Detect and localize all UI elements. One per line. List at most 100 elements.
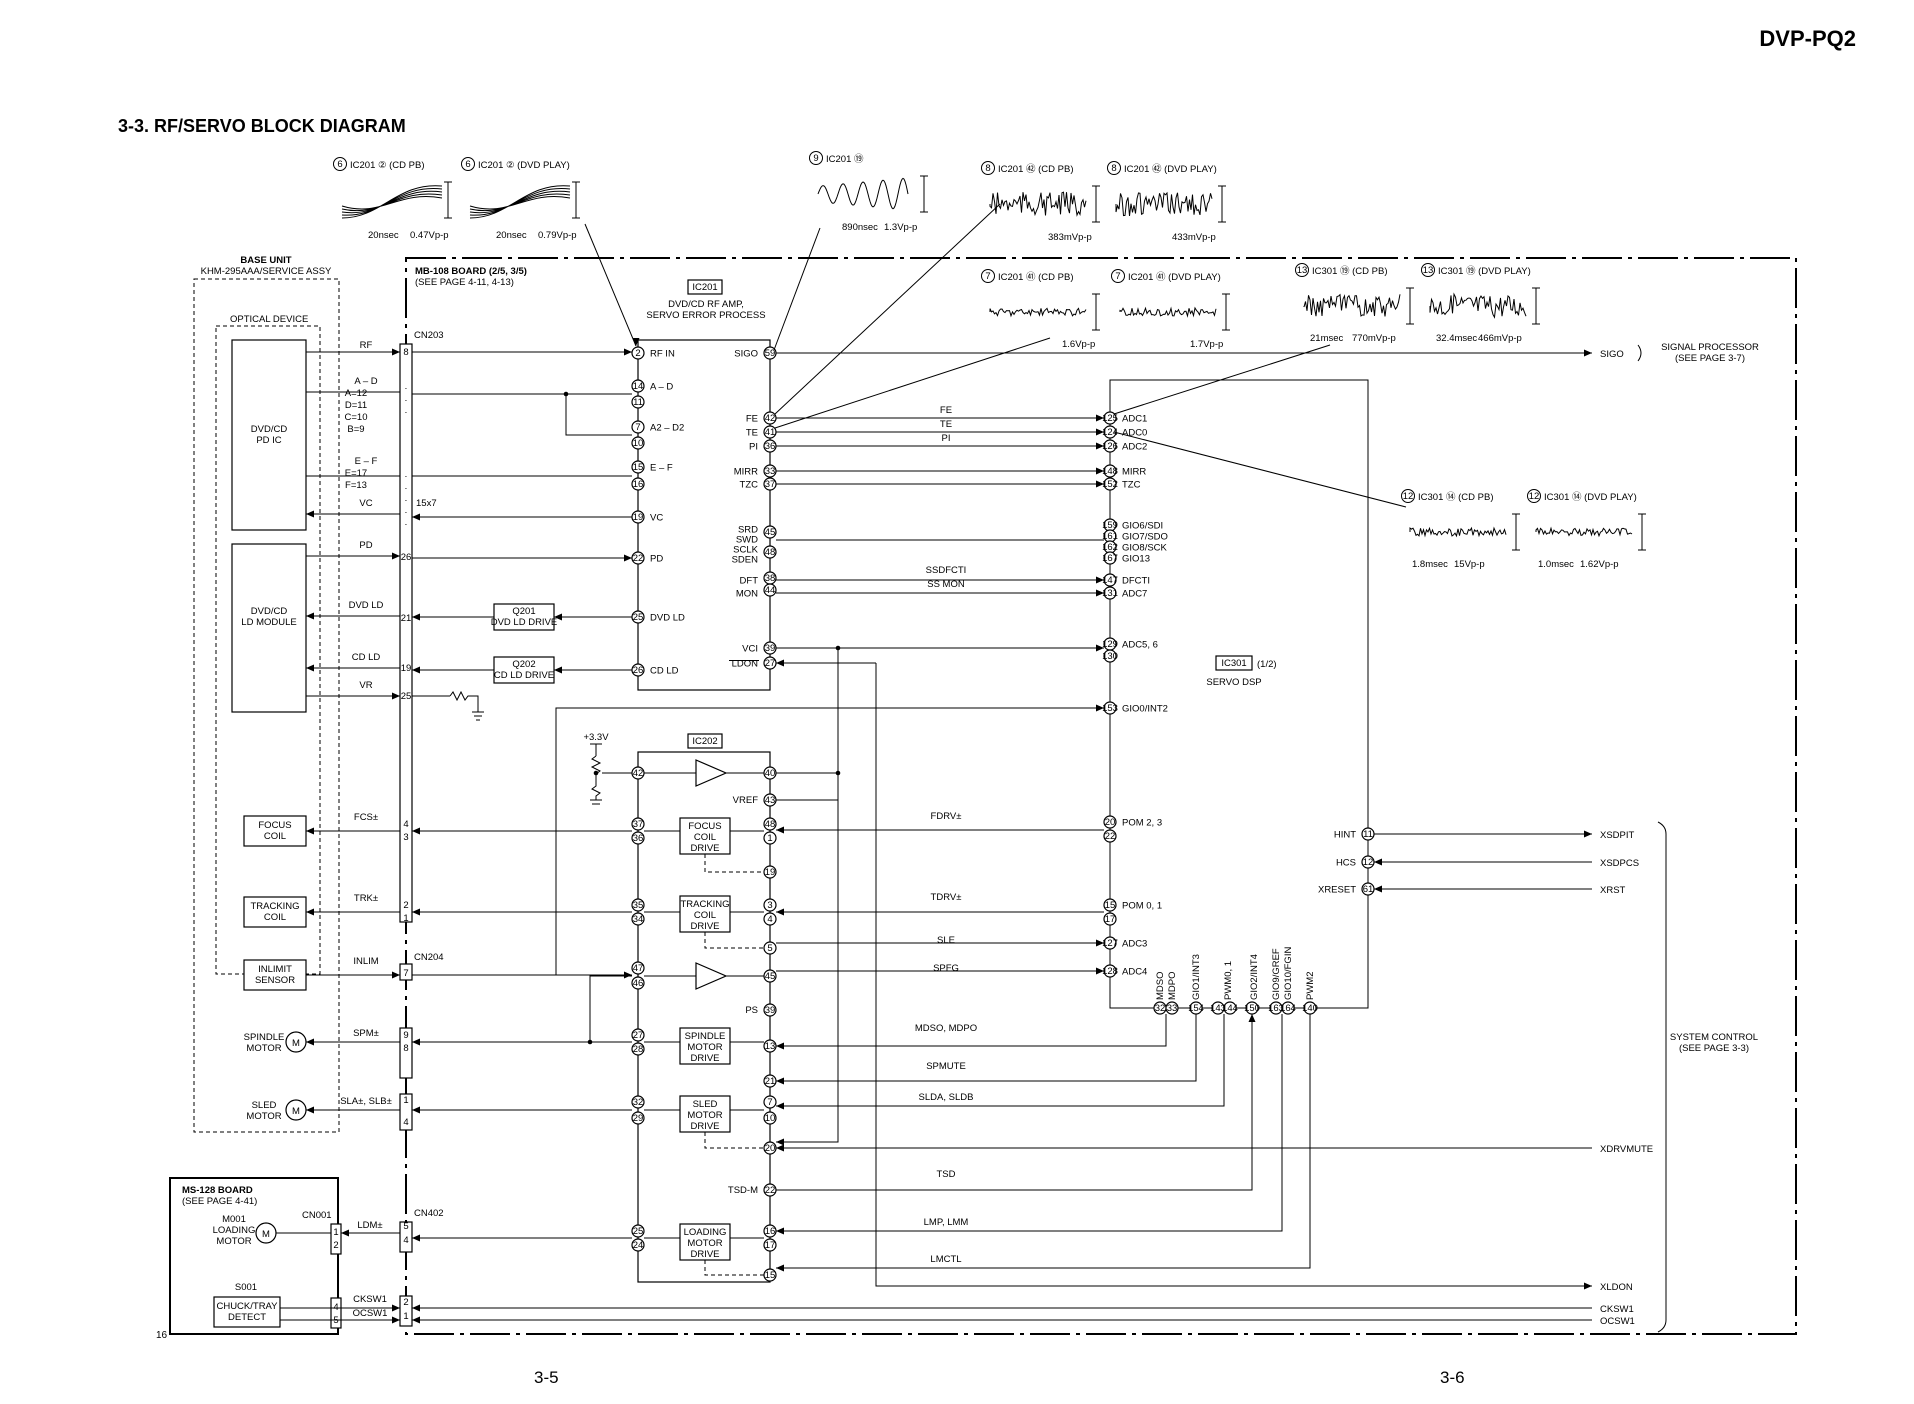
ic301-bottom-label: GIO1/INT3 <box>1191 954 1202 1000</box>
waveform-label: IC201 ㊶ (CD PB) <box>998 272 1074 283</box>
output-signal-label: XDRVMUTE <box>1600 1144 1653 1155</box>
pin-label: 2 <box>333 1240 338 1251</box>
arrow-head <box>306 908 314 916</box>
waveform-label: IC201 ② (CD PB) <box>350 160 425 171</box>
ic201-right-pin-name: DFT <box>740 576 759 587</box>
connector-pin-number: 2 <box>403 900 408 911</box>
connector-pin-number: 8 <box>403 1043 408 1054</box>
sigo-output-label: SIGO <box>1600 349 1624 360</box>
ic301-pin-number: 148 <box>1102 466 1118 477</box>
probe-line <box>1113 431 1407 508</box>
ic301-bottom-label: GIO10/FGIN <box>1283 947 1294 1000</box>
connector-pin-number: · <box>404 519 407 530</box>
ic301-desc: SERVO DSP <box>1206 677 1261 688</box>
spindle-motor-symbol-letter: M <box>292 1038 300 1049</box>
system-control-label: (SEE PAGE 3-3) <box>1679 1043 1749 1054</box>
ic201-right-pin-number: 42 <box>765 413 776 424</box>
ic202-left-pin-number: 36 <box>633 833 644 844</box>
ic201-left-pin-number: 11 <box>633 397 643 408</box>
bus-label: PI <box>942 433 951 444</box>
ic202-right-pin-number: 3 <box>767 900 772 911</box>
ic202-left-pin <box>631 1224 645 1238</box>
waveform-number-circle <box>809 151 823 165</box>
ic201-desc: SERVO ERROR PROCESS <box>646 310 765 321</box>
q201-label: DVD LD DRIVE <box>491 617 558 628</box>
arrow-head <box>776 1077 784 1085</box>
arrow-head <box>1096 428 1104 436</box>
ic301-pin-name: ADC4 <box>1122 967 1147 978</box>
ic201-left-pin <box>631 420 645 434</box>
waveform-label: IC201 ㊷ (DVD PLAY) <box>1124 164 1217 175</box>
ic201-right-pin <box>763 545 777 559</box>
connector-pin-number: 4 <box>403 1235 408 1246</box>
wire <box>776 1014 1225 1107</box>
ic201-right-pin-name: SDEN <box>732 555 759 566</box>
tsd-m-label: TSD-M <box>728 1185 758 1196</box>
connector-pin-number: · <box>404 395 407 406</box>
ic202-right-pin-number: 1 <box>767 833 772 844</box>
ic301-pin-name: ADC0 <box>1122 428 1147 439</box>
wire <box>555 707 1104 975</box>
base-unit-subtitle: KHM-295AAA/SERVICE ASSY <box>201 266 332 277</box>
ic301-bottom-pin-number: 164 <box>1280 1003 1296 1014</box>
ic201-left-pin-number: 7 <box>635 422 640 433</box>
ic201-right-pin-number: 45 <box>765 527 776 538</box>
ic202-ref: IC202 <box>692 736 717 747</box>
connector-pin-number: · <box>404 507 407 518</box>
bus-label: FE <box>940 405 952 416</box>
arrow-head <box>632 338 640 346</box>
arrow-head <box>412 908 420 916</box>
arrow-head <box>776 1264 784 1272</box>
ic201-left-pin-number: 14 <box>633 381 644 392</box>
bus-label: MDSO, MDPO <box>915 1023 977 1034</box>
ic301-body <box>1109 379 1369 1009</box>
ic202-left-pin <box>631 898 645 912</box>
base-unit-title: BASE UNIT <box>240 255 291 266</box>
ic301-pin-name: ADC3 <box>1122 939 1147 950</box>
arrow-head <box>776 1138 784 1146</box>
ic202-left-pin <box>631 1028 645 1042</box>
ic301-pin-name: GIO6/SDI <box>1122 521 1163 532</box>
arrow-head <box>554 666 562 674</box>
ic201-right-pin-name: PI <box>749 442 758 453</box>
ic201-right-pin-number: 59 <box>765 348 776 359</box>
cn203-connector <box>399 343 413 923</box>
ic202-left-pin <box>631 1042 645 1056</box>
wire <box>776 1014 1167 1047</box>
ic201-right-pin-name: MON <box>736 589 758 600</box>
waveform-trace <box>817 177 909 210</box>
ic202-left-pin <box>631 831 645 845</box>
ic301-pin-name: POM 2, 3 <box>1122 818 1162 829</box>
ic301-pin-name: GIO13 <box>1122 554 1150 565</box>
ic201-right-pin-name: SIGO <box>734 349 758 360</box>
left-signal-label: CD LD <box>352 652 381 663</box>
chuck-tray-label: DETECT <box>228 1312 266 1323</box>
sheet-number: 16 <box>156 1330 168 1341</box>
waveform-trace <box>1535 526 1633 538</box>
ic202-right-pin-number: 43 <box>765 795 776 806</box>
ic202-left-pin-number: 46 <box>633 978 644 989</box>
sled-motor-symbol-letter: M <box>292 1106 300 1117</box>
ic202-right-pin <box>763 1238 777 1252</box>
arrow-head <box>1096 939 1104 947</box>
ic202-left-pin-number: 34 <box>633 914 644 925</box>
connector-pin-number: 9 <box>403 1030 408 1041</box>
cn204-connector <box>399 963 413 981</box>
ic202-left-pin-number: 37 <box>633 819 644 830</box>
bus-label: SS MON <box>927 579 965 590</box>
ic201-left-pin-number: 16 <box>633 479 644 490</box>
wire <box>776 800 839 1143</box>
ic301-pin-number: 147 <box>1102 575 1118 586</box>
ic301-pin-number: 130 <box>1102 651 1118 662</box>
bus-label: FDRV± <box>931 811 962 822</box>
ic202-left-pin-number: 42 <box>633 768 644 779</box>
ic202-left-pin-number: 32 <box>633 1097 644 1108</box>
waveform-trace <box>1115 191 1213 217</box>
arrow-head <box>1096 967 1104 975</box>
waveform-time: 32.4msec <box>1436 333 1477 344</box>
waveform-number-circle <box>1527 489 1541 503</box>
arrow-head <box>412 1234 420 1242</box>
ic202-left-pin-number: 47 <box>633 963 644 974</box>
ic201-left-pin-name: CD LD <box>650 666 679 677</box>
bus-label: TSD <box>937 1169 956 1180</box>
